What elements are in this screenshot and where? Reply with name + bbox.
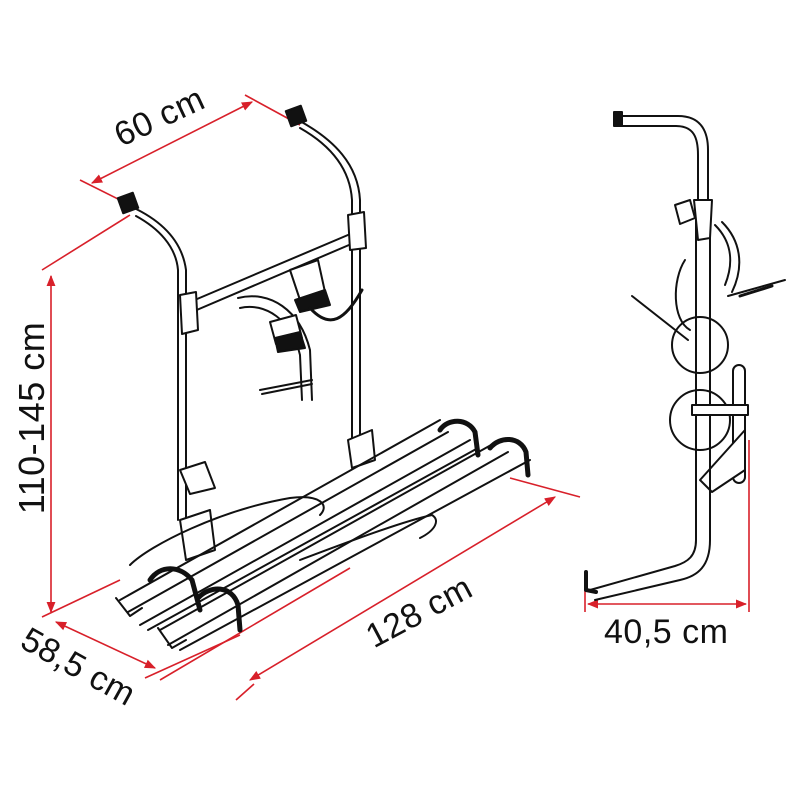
dimension-label-height: 110-145 cm [11, 321, 53, 515]
dimension-lines [41, 94, 750, 701]
dimension-label-side-depth: 40,5 cm [604, 613, 729, 651]
perspective-view [115, 104, 531, 651]
side-view [584, 111, 786, 601]
